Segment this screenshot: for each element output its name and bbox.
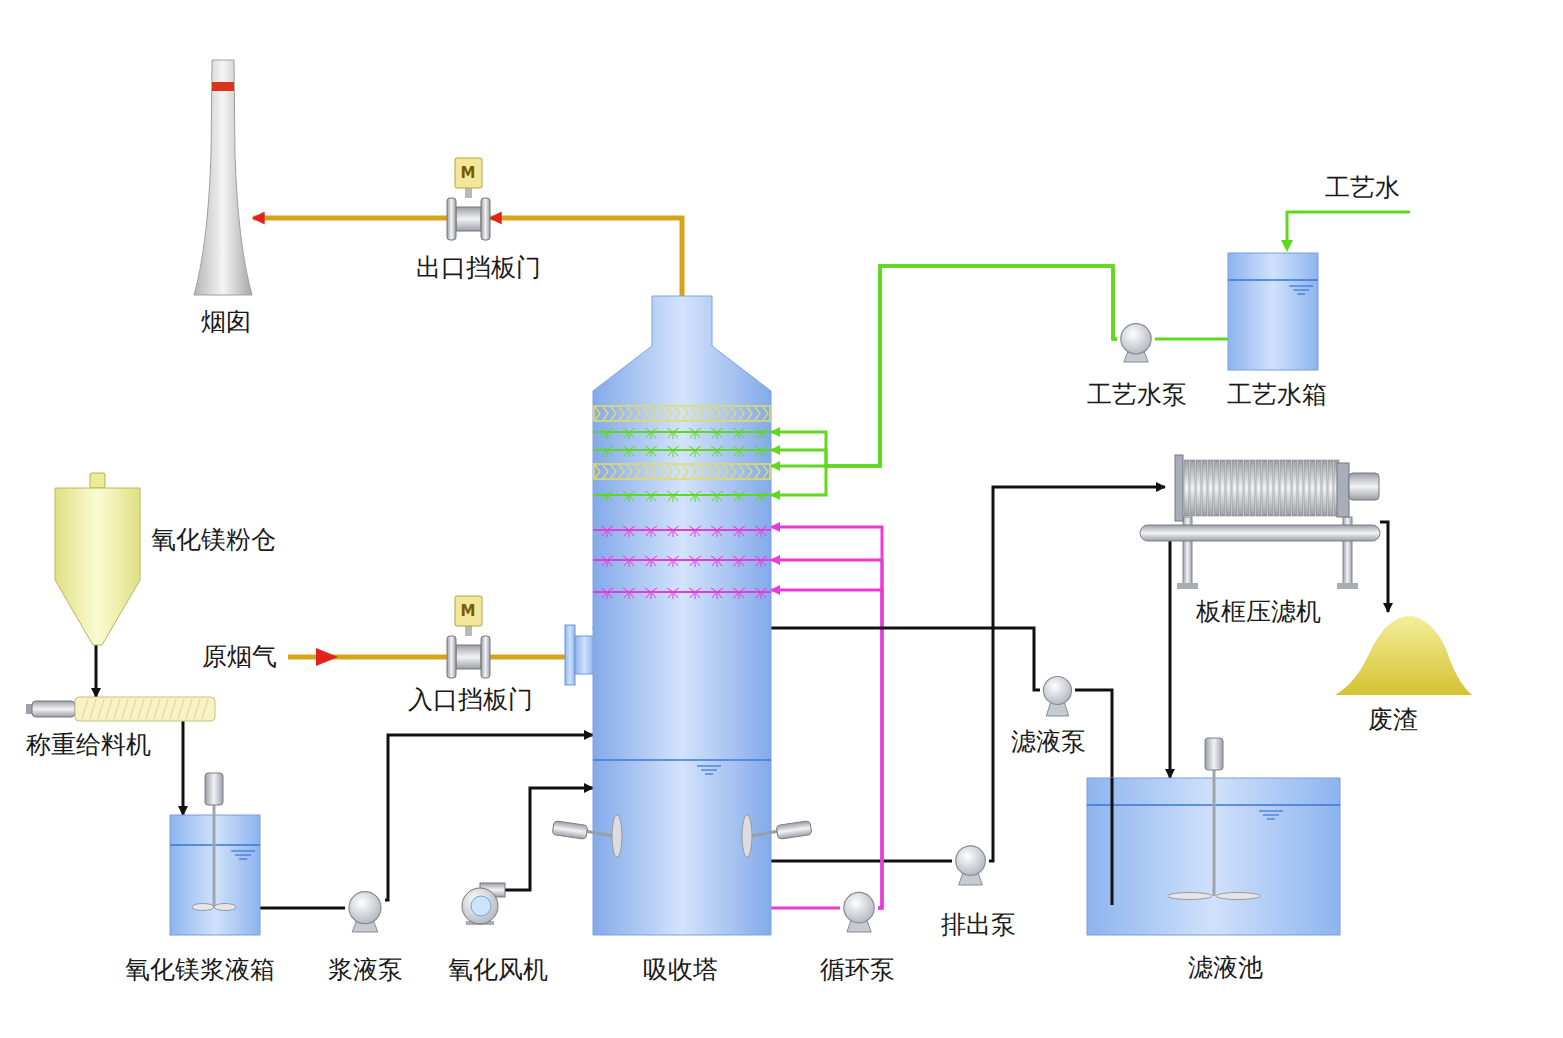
pump-symbol: 排出泵 xyxy=(952,843,989,885)
equipment-label: 滤液池 xyxy=(1188,954,1263,982)
blower-symbol: 氧化风机 xyxy=(460,880,505,925)
pipe-line xyxy=(771,560,882,908)
pump-symbol-shape xyxy=(1117,322,1155,362)
pipe-line xyxy=(771,266,1117,495)
outlet-damper-shape xyxy=(447,198,490,240)
pump-symbol-shape xyxy=(952,843,989,885)
pump-symbol: 循环泵 xyxy=(840,890,878,932)
pipe-line xyxy=(385,735,593,900)
pipe-line xyxy=(771,266,1117,466)
powder-silo-shape xyxy=(55,488,140,645)
weigh-feeder-shape xyxy=(30,697,215,721)
equipment-label: 氧化镁浆液箱 xyxy=(125,956,275,984)
equipment-label: 滤液泵 xyxy=(1011,728,1086,756)
pipe-connector xyxy=(771,527,882,908)
pipe-connector xyxy=(183,721,184,815)
filtrate-tank: 滤液池 xyxy=(1087,778,1340,935)
slurry-tank: 氧化镁浆液箱 xyxy=(170,815,260,935)
waste-pile-shape xyxy=(1335,612,1472,695)
pipe-connector xyxy=(96,645,97,697)
pipe-line xyxy=(771,266,1117,466)
water-tank: 工艺水箱 xyxy=(1228,253,1318,370)
pipe-connector xyxy=(1170,590,1171,778)
pipe-line xyxy=(771,527,882,908)
chimney-stack: 烟囱 xyxy=(193,60,253,295)
pipe-line xyxy=(771,266,1117,466)
equipment-label: 入口挡板门 xyxy=(408,686,533,714)
filter-press: 板框压滤机 xyxy=(1165,455,1380,590)
equipment-label: 排出泵 xyxy=(941,911,1016,939)
pipe-line xyxy=(1380,522,1388,612)
equipment-label: 工艺水箱 xyxy=(1227,381,1327,409)
pipe-line xyxy=(771,590,882,908)
equipment-label: 板框压滤机 xyxy=(1196,598,1321,626)
outlet-damper: 出口挡板门 xyxy=(447,198,490,240)
process-water-inlet xyxy=(1281,212,1410,252)
pipe-line xyxy=(1169,590,1172,778)
pump-symbol-shape xyxy=(345,890,385,932)
powder-silo: 氧化镁粉仓 xyxy=(55,488,140,645)
equipment-label: 循环泵 xyxy=(820,956,895,984)
chimney-stack-shape xyxy=(193,60,253,295)
pipe-connector xyxy=(771,266,1117,495)
equipment-label: 吸收塔 xyxy=(643,956,718,984)
absorber-tower-shape xyxy=(593,296,771,935)
motor-mark: M xyxy=(461,165,476,182)
pipe-line xyxy=(771,860,952,863)
inlet-damper: 入口挡板门 xyxy=(447,636,490,678)
pump-symbol: 工艺水泵 xyxy=(1117,322,1155,362)
pipe-connector xyxy=(1155,339,1228,340)
equipment-label: 烟囱 xyxy=(201,308,251,336)
pipe-line xyxy=(182,721,185,815)
slurry-tank-shape xyxy=(170,815,260,935)
equipment-label: 废渣 xyxy=(1368,706,1418,734)
pipe-connector xyxy=(1380,522,1388,612)
equipment-label: 浆液泵 xyxy=(328,956,403,984)
pipe-line xyxy=(95,645,98,697)
pump-symbol: 滤液泵 xyxy=(1040,672,1075,716)
equipment-label: 出口挡板门 xyxy=(416,254,541,282)
pipe-connector xyxy=(771,861,952,862)
pump-symbol-shape xyxy=(840,890,878,932)
raw-flue-gas-pipe xyxy=(288,648,447,666)
equipment-label: 称重给料机 xyxy=(26,731,151,759)
absorber-tower: 吸收塔 xyxy=(593,296,771,935)
pipe-connector xyxy=(771,908,840,909)
pump-symbol-shape xyxy=(1040,672,1075,716)
stream-label: 原烟气 xyxy=(202,643,277,671)
stream-label: 工艺水 xyxy=(1325,174,1400,202)
weigh-feeder: 称重给料机 xyxy=(30,697,215,721)
pipe-connector xyxy=(505,788,593,890)
equipment-label: 氧化镁粉仓 xyxy=(151,526,276,554)
pump-symbol: 浆液泵 xyxy=(345,890,385,932)
equipment-label: 氧化风机 xyxy=(448,956,548,984)
filter-press-shape xyxy=(1165,455,1380,590)
blower-symbol-shape xyxy=(460,880,505,925)
motor-mark: M xyxy=(461,603,476,620)
pipe-line xyxy=(1155,338,1228,341)
inlet-damper-shape xyxy=(447,636,490,678)
pipe-connector xyxy=(260,908,345,909)
pipe-line xyxy=(260,907,345,910)
water-tank-shape xyxy=(1228,253,1318,370)
waste-pile: 废渣 xyxy=(1335,612,1472,695)
pipe-line xyxy=(253,216,447,221)
pipe-connector xyxy=(253,218,447,219)
filtrate-tank-shape xyxy=(1087,778,1340,935)
pipe-line xyxy=(771,907,840,910)
pipe-line xyxy=(505,788,593,890)
pipe-connector xyxy=(385,735,593,900)
equipment-label: 工艺水泵 xyxy=(1087,381,1187,409)
